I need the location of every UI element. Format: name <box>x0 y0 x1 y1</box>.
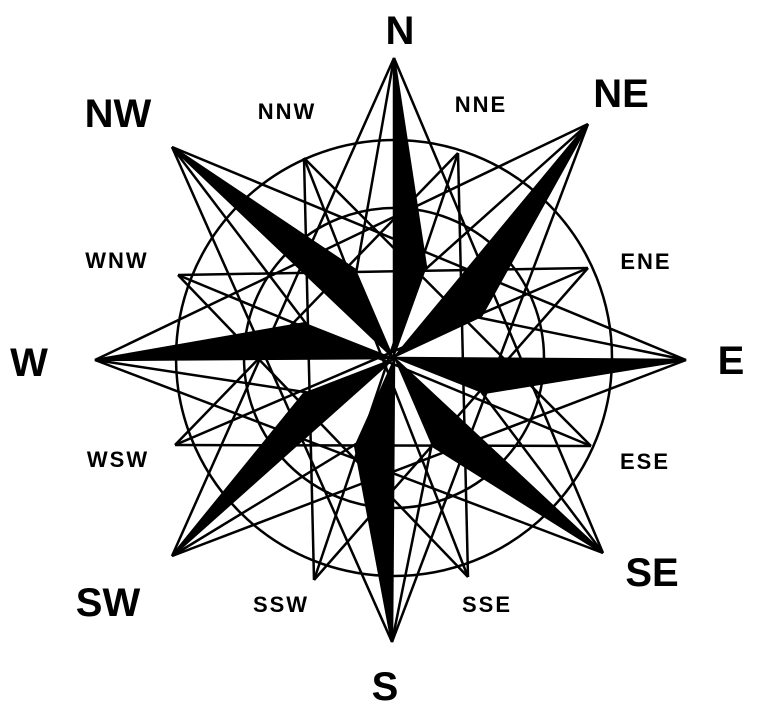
label-nnw: NNW <box>258 99 317 124</box>
label-wnw: WNW <box>85 248 148 273</box>
spoke-s <box>390 357 396 643</box>
star-point-fills <box>95 58 686 642</box>
label-sw: SW <box>76 581 141 625</box>
minor-chord-ssw-nnw <box>302 157 316 581</box>
spoke-se <box>393 357 604 554</box>
chord-se-w <box>94 358 604 555</box>
label-ese: ESE <box>620 449 670 474</box>
label-e: E <box>718 339 745 383</box>
chord-s-nw <box>170 146 394 643</box>
chord-nw-e <box>171 145 687 362</box>
label-ne: NE <box>593 72 649 116</box>
spoke-e <box>393 356 687 362</box>
spoke-sw <box>171 357 395 557</box>
label-sse: SSE <box>462 592 512 617</box>
label-wsw: WSW <box>87 447 149 472</box>
label-se: SE <box>625 551 678 595</box>
chord-sw-n <box>170 57 396 557</box>
label-ene: ENE <box>620 249 671 274</box>
star-point-fill-e <box>394 358 686 394</box>
minor-axis-sse-nnw <box>302 157 470 578</box>
label-s: S <box>372 665 399 709</box>
direction-labels: N NE E SE S SW W NW NNE ENE ESE SSE SSW … <box>10 9 744 709</box>
label-ssw: SSW <box>253 592 309 617</box>
label-w: W <box>10 341 48 385</box>
star-point-fill-s <box>354 358 394 642</box>
star-point-fill-w <box>95 323 394 360</box>
star-outline <box>94 57 687 643</box>
label-nw: NW <box>85 92 152 136</box>
label-n: N <box>386 9 415 53</box>
spoke-nw <box>171 146 395 359</box>
spoke-w <box>94 356 395 362</box>
minor-chord-sse-wnw <box>177 274 469 578</box>
chord-w-ne <box>94 122 589 362</box>
spoke-ne <box>393 123 589 359</box>
label-nne: NNE <box>455 92 507 117</box>
minor-chord-wnw-ene <box>177 266 589 277</box>
star-point-fill-n <box>394 58 427 358</box>
